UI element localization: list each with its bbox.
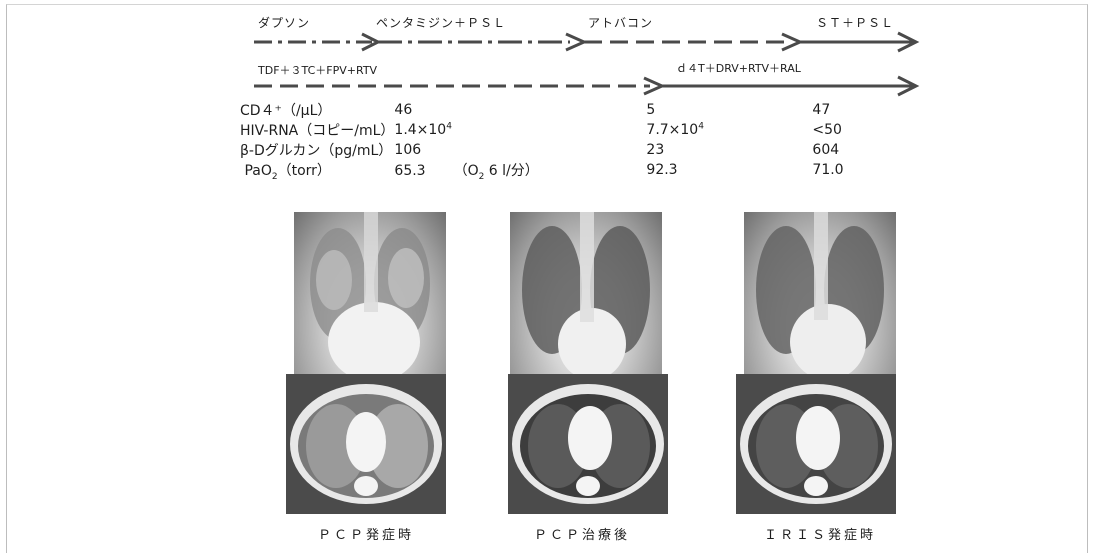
lab-value-onset: 1.4×104 bbox=[394, 120, 646, 140]
lab-value-after-treatment: 92.3 bbox=[646, 160, 812, 180]
treatment-timeline bbox=[0, 0, 1098, 110]
lab-value-onset: 65.3（O2 6 l/分） bbox=[394, 160, 646, 180]
lab-row-pao2: PaO2（torr） 65.3（O2 6 l/分） 92.3 71.0 bbox=[240, 160, 952, 180]
lab-value-iris: <50 bbox=[812, 120, 952, 140]
chest-ct-iris-onset bbox=[736, 374, 896, 514]
lab-value-after-treatment: 7.7×104 bbox=[646, 120, 812, 140]
lab-value-iris: 71.0 bbox=[812, 160, 952, 180]
caption-iris-onset: ＩＲＩＳ発症時 bbox=[764, 524, 876, 543]
lab-name: β-Dグルカン（pg/mL） bbox=[240, 140, 394, 160]
caption-pcp-after-treatment: ＰＣＰ治療後 bbox=[534, 524, 630, 543]
lab-values-table: CD４⁺（/μL） 46 5 47 HIV-RNA（コピー/mL） 1.4×10… bbox=[240, 100, 952, 180]
art-regimen-2: ｄ４T＋DRV+RTV＋RAL bbox=[676, 60, 801, 76]
lab-row-beta-d-glucan: β-Dグルカン（pg/mL） 106 23 604 bbox=[240, 140, 952, 160]
lab-name: CD４⁺（/μL） bbox=[240, 100, 394, 120]
drug-atovaquone: アトバコン bbox=[588, 14, 653, 31]
oxygen-note: （O2 6 l/分） bbox=[454, 163, 539, 179]
caption-pcp-onset: ＰＣＰ発症時 bbox=[318, 524, 414, 543]
chest-ct-pcp-onset bbox=[286, 374, 446, 514]
lab-value-onset: 106 bbox=[394, 140, 646, 160]
chest-xray-iris-onset bbox=[744, 212, 896, 374]
lab-value-after-treatment: 5 bbox=[646, 100, 812, 120]
atovaquone-arrowhead bbox=[782, 34, 800, 50]
drug-pentamidine-psl: ペンタミジン＋ＰＳＬ bbox=[376, 14, 506, 31]
chest-xray-after-treatment bbox=[510, 212, 662, 374]
lab-value-iris: 47 bbox=[812, 100, 952, 120]
lab-row-cd4: CD４⁺（/μL） 46 5 47 bbox=[240, 100, 952, 120]
chest-xray-pcp-onset bbox=[294, 212, 446, 374]
drug-dapsone: ダプソン bbox=[258, 14, 310, 31]
lab-value-after-treatment: 23 bbox=[646, 140, 812, 160]
lab-name: PaO2（torr） bbox=[240, 160, 394, 180]
lab-value-iris: 604 bbox=[812, 140, 952, 160]
chest-ct-after-treatment bbox=[508, 374, 668, 514]
drug-st-psl: ＳＴ＋ＰＳＬ bbox=[816, 14, 894, 31]
lab-name: HIV-RNA（コピー/mL） bbox=[240, 120, 394, 140]
lab-row-hiv-rna: HIV-RNA（コピー/mL） 1.4×104 7.7×104 <50 bbox=[240, 120, 952, 140]
lab-value-onset: 46 bbox=[394, 100, 646, 120]
art-regimen-1: TDF＋３TC＋FPV+RTV bbox=[258, 62, 377, 78]
